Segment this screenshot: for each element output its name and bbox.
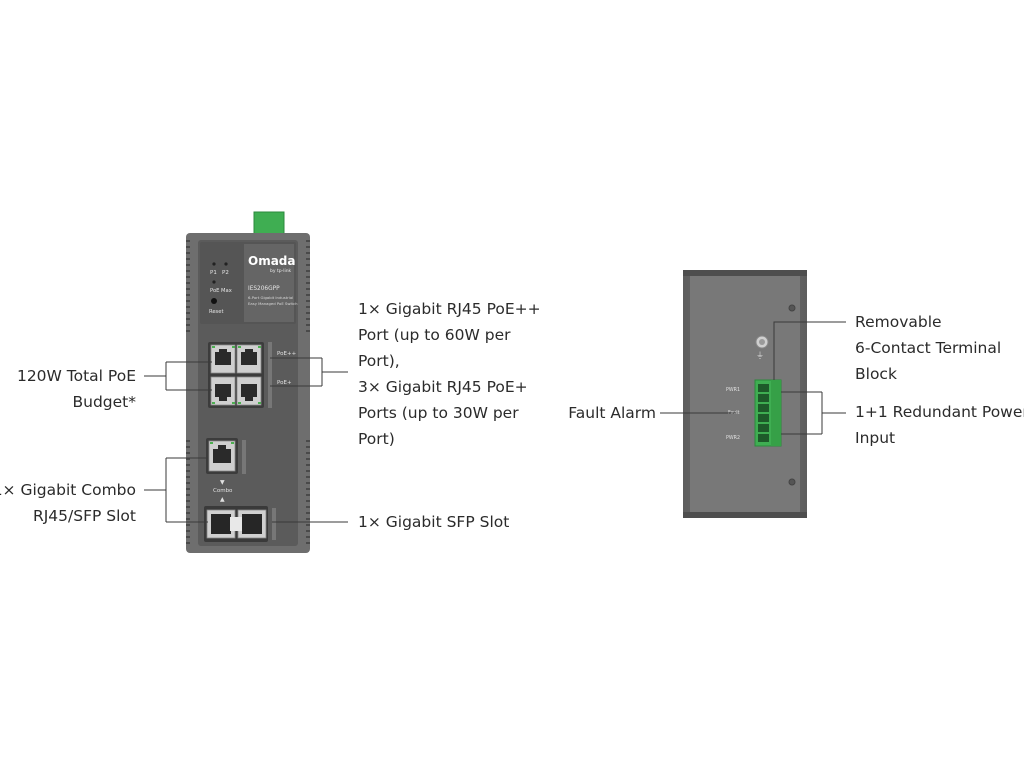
front-left-fins <box>186 240 190 544</box>
poep-label: PoE+ <box>277 380 292 386</box>
led-p2 <box>224 262 228 266</box>
screw-bottom <box>788 478 796 486</box>
callout-power-line1: 1+1 Redundant Power <box>855 403 1024 421</box>
callout-terminal: Removable 6-Contact Terminal Block <box>855 309 1001 387</box>
pwr2-label: PWR2 <box>726 435 740 441</box>
back-plate <box>690 276 800 512</box>
callout-terminal-line1: Removable <box>855 313 942 331</box>
ground-symbol: ⏚ <box>756 351 764 360</box>
callout-fault-alarm: Fault Alarm <box>568 400 656 426</box>
callout-poe-budget: 120W Total PoE Budget* <box>17 363 136 415</box>
back-switch: ⏚ PWR1 Fault PWR2 <box>683 270 807 518</box>
brand-logo: Omada <box>248 254 296 268</box>
callout-rj45-line1: 1× Gigabit RJ45 PoE++ <box>358 300 541 318</box>
front-right-fins <box>306 240 310 544</box>
callout-sfp-line1: 1× Gigabit SFP Slot <box>358 513 510 531</box>
poepp-label: PoE++ <box>277 351 297 357</box>
combo-rj45-port <box>206 438 238 474</box>
combo-arrow-up: ▲ <box>220 496 225 503</box>
callout-sfp: 1× Gigabit SFP Slot <box>358 509 509 535</box>
back-callout-lines <box>660 321 846 435</box>
reset-button <box>211 298 217 304</box>
description-line1: 6-Port Gigabit Industrial <box>248 295 293 300</box>
callout-rj45-line2: Port (up to 60W per <box>358 326 511 344</box>
callout-terminal-line3: Block <box>855 365 897 383</box>
description-line2: Easy Managed PoE Switch <box>248 301 298 306</box>
front-top-terminal <box>253 211 285 235</box>
callout-fault-alarm-line1: Fault Alarm <box>568 404 656 422</box>
model-label: IES206GPP <box>248 286 280 292</box>
reset-label: Reset <box>209 309 224 315</box>
led-p1 <box>212 262 216 266</box>
callout-rj45-line6: Port) <box>358 430 395 448</box>
screw-top <box>788 304 796 312</box>
callout-poe-budget-line2: Budget* <box>72 393 137 411</box>
callout-rj45-line4: 3× Gigabit RJ45 PoE+ <box>358 378 528 396</box>
callout-terminal-line2: 6-Contact Terminal <box>855 339 1002 357</box>
sfp-slots <box>204 506 268 542</box>
callout-rj45-line3: Port), <box>358 352 400 370</box>
callout-power-line2: Input <box>855 429 896 447</box>
led-p2-label: P2 <box>222 270 229 276</box>
led-poe-max <box>212 280 216 284</box>
callout-rj45: 1× Gigabit RJ45 PoE++ Port (up to 60W pe… <box>358 296 541 452</box>
sub-brand: by tp-link <box>270 268 292 274</box>
callout-poe-budget-line1: 120W Total PoE <box>16 367 136 385</box>
pwr1-label: PWR1 <box>726 387 740 393</box>
callout-combo: 1× Gigabit Combo RJ45/SFP Slot <box>0 477 136 529</box>
callout-rj45-line5: Ports (up to 30W per <box>358 404 519 422</box>
front-callout-lines <box>144 357 348 523</box>
front-switch: P1 P2 PoE Max Reset Omada by tp-link IES… <box>186 211 310 553</box>
poe-max-label: PoE Max <box>210 288 232 294</box>
callout-combo-line1: 1× Gigabit Combo <box>0 481 136 499</box>
rj45-block <box>208 342 264 408</box>
combo-label: Combo <box>213 488 233 494</box>
callout-power: 1+1 Redundant Power Input <box>855 399 1024 451</box>
callout-combo-line2: RJ45/SFP Slot <box>32 507 136 525</box>
combo-arrow-down: ▼ <box>220 479 225 486</box>
led-p1-label: P1 <box>210 270 217 276</box>
terminal-block <box>754 379 782 447</box>
